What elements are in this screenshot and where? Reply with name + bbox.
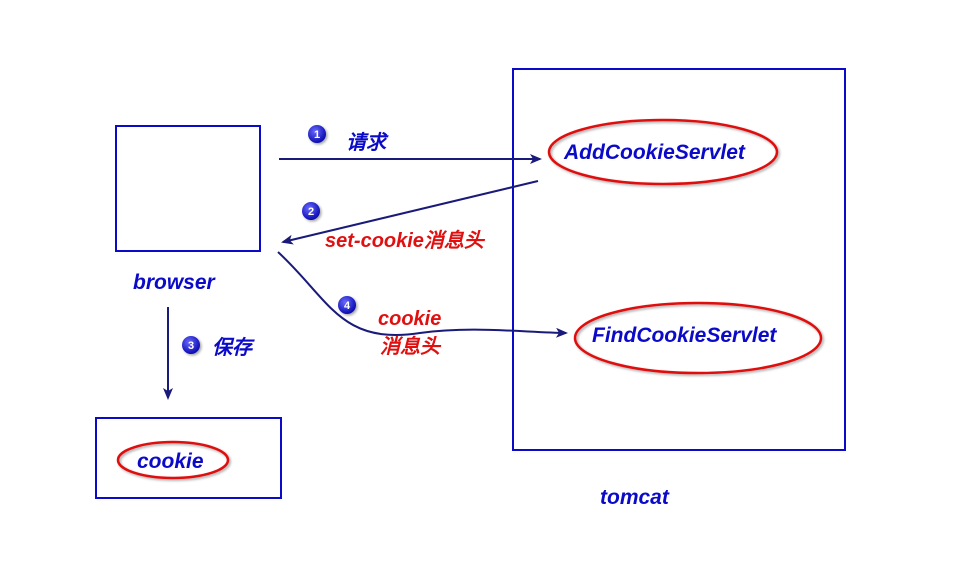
tomcat-box bbox=[512, 68, 846, 451]
step-1-label: 请求 bbox=[346, 131, 389, 154]
find-cookie-servlet-ellipse bbox=[573, 301, 823, 375]
step-3-number: 3 bbox=[188, 340, 194, 352]
cookie-store-ellipse bbox=[116, 440, 230, 480]
step-3-label: 保存 bbox=[212, 336, 255, 359]
find-cookie-servlet-label: FindCookieServlet bbox=[592, 324, 777, 347]
cookie-store-box bbox=[95, 417, 282, 499]
cookie-store-label: cookie bbox=[137, 450, 204, 473]
browser-label: browser bbox=[133, 271, 217, 294]
set-cookie-arrow bbox=[281, 180, 539, 245]
step-4-number: 4 bbox=[344, 300, 351, 312]
cookie-header-arrow bbox=[277, 251, 568, 338]
step-3-badge: 3 bbox=[182, 336, 200, 354]
step-2-badge: 2 bbox=[302, 202, 320, 220]
add-cookie-servlet-label: AddCookieServlet bbox=[563, 141, 746, 164]
browser-box bbox=[115, 125, 261, 252]
step-2-number: 2 bbox=[308, 206, 314, 218]
step-1-number: 1 bbox=[314, 129, 320, 141]
tomcat-label: tomcat bbox=[600, 486, 670, 509]
add-cookie-servlet-ellipse bbox=[547, 118, 779, 186]
step-4-badge: 4 bbox=[338, 296, 356, 314]
step-4-label-line1: cookie bbox=[378, 308, 441, 330]
step-4-label-line2: 消息头 bbox=[380, 335, 442, 358]
step-1-badge: 1 bbox=[308, 125, 326, 143]
step-2-label: set-cookie消息头 bbox=[325, 229, 486, 252]
